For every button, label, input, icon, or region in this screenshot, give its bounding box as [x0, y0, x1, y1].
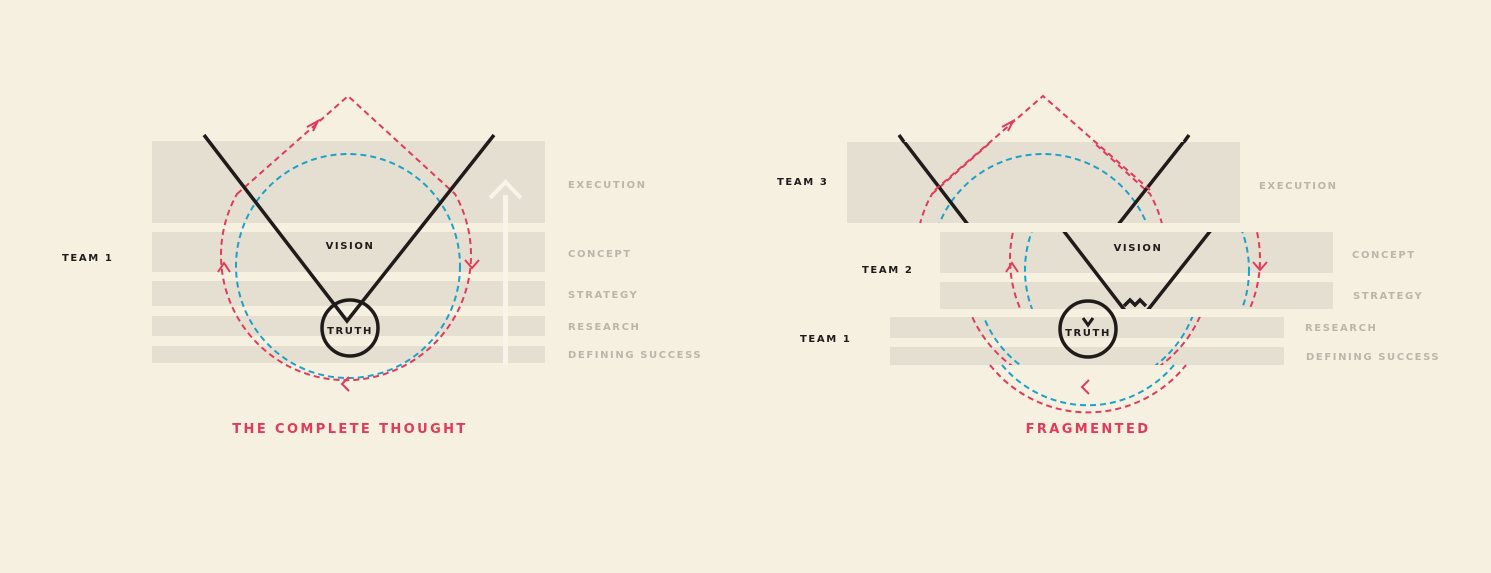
fragmented-diagram: VISION TRUTH TEAM 3 TEAM 2 TEAM 1 EXECUT…	[777, 94, 1440, 437]
left-loop-arrowheads	[217, 118, 480, 392]
right-vision-label: VISION	[1114, 243, 1163, 254]
left-team-1-label: TEAM 1	[62, 253, 113, 264]
left-row-label-strategy: STRATEGY	[568, 290, 638, 301]
left-truth-circle	[320, 298, 380, 358]
team2-fragment	[1005, 232, 1268, 309]
band-team1-research	[890, 317, 1284, 338]
right-truth-label: TRUTH	[1065, 328, 1111, 339]
right-truth-circle	[1058, 299, 1118, 359]
band-team2-concept	[940, 232, 1333, 273]
complete-thought-diagram: VISION TRUTH TEAM 1 EXECUTION CONCEPT ST…	[62, 94, 702, 437]
right-row-label-execution: EXECUTION	[1259, 181, 1338, 192]
right-row-label-concept: CONCEPT	[1352, 250, 1416, 261]
band-team3-execution	[847, 142, 1240, 223]
right-bands	[847, 142, 1333, 365]
right-row-label-research: RESEARCH	[1305, 323, 1378, 334]
team3-fragment	[902, 142, 1186, 223]
left-row-label-concept: CONCEPT	[568, 249, 632, 260]
left-row-label-execution: EXECUTION	[568, 180, 647, 191]
left-row-label-research: RESEARCH	[568, 322, 641, 333]
team3-v-tips	[897, 133, 1191, 144]
left-title: THE COMPLETE THOUGHT	[232, 422, 467, 437]
right-title: FRAGMENTED	[1026, 422, 1151, 437]
left-vision-label: VISION	[326, 241, 375, 252]
right-team-2-label: TEAM 2	[862, 265, 913, 276]
band-execution	[152, 141, 545, 223]
left-truth-label: TRUTH	[327, 326, 373, 337]
team1-lower-loop	[989, 297, 1187, 414]
team3-loop-tip	[934, 94, 1151, 191]
right-team-3-label: TEAM 3	[777, 177, 828, 188]
left-red-loop	[220, 94, 472, 382]
left-row-label-defining-success: DEFINING SUCCESS	[568, 350, 702, 361]
right-row-label-strategy: STRATEGY	[1353, 291, 1423, 302]
band-concept	[152, 232, 545, 272]
up-arrow-icon	[488, 179, 523, 365]
right-team-1-label: TEAM 1	[800, 334, 851, 345]
left-vision-v	[202, 133, 496, 324]
truth-notch	[1081, 317, 1095, 328]
band-strategy	[152, 281, 545, 306]
right-row-label-defining-success: DEFINING SUCCESS	[1306, 352, 1440, 363]
